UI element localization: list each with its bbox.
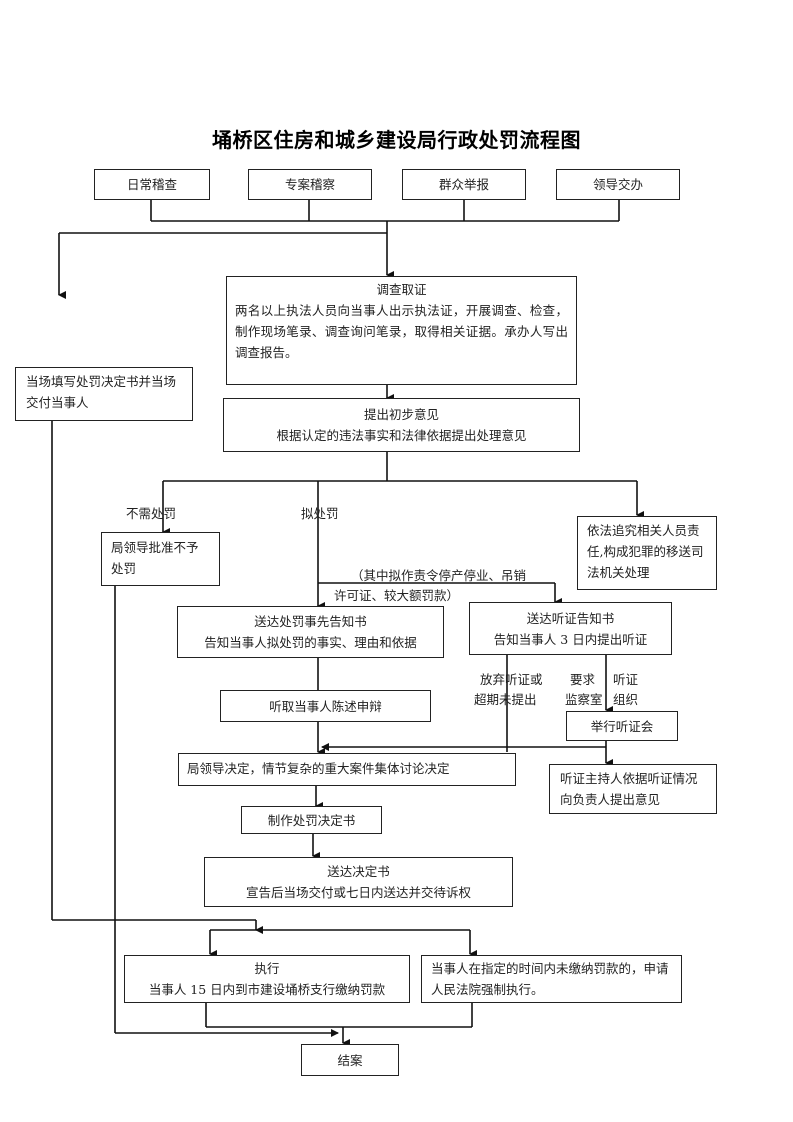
leader-decision-text: 局领导决定，情节复杂的重大案件集体讨论决定: [187, 761, 450, 776]
request-hearing-label-1: 要求: [570, 672, 596, 687]
court-enforcement-text: 当事人在指定的时间内未缴纳罚款的，申请人民法院强制执行。: [431, 961, 669, 997]
execution-box: 执行 当事人 15 日内到市建设埇桥支行缴纳罚款: [124, 955, 410, 1003]
organize-hearing-label-2: 组织: [613, 692, 639, 707]
prior-notice-body: 告知当事人拟处罚的事实、理由和依据: [204, 635, 417, 650]
source-box-routine-inspection: 日常稽查: [94, 169, 210, 200]
case-closed-text: 结案: [337, 1052, 363, 1068]
make-decision-text: 制作处罚决定书: [267, 812, 356, 828]
preliminary-body: 根据认定的违法事实和法律依据提出处理意见: [276, 428, 527, 443]
execution-title: 执行: [254, 961, 280, 976]
prior-notice-title: 送达处罚事先告知书: [254, 614, 367, 629]
hearing-condition-line2: 许可证、较大额罚款）: [334, 588, 460, 603]
statement-defense-text: 听取当事人陈述申辩: [269, 698, 382, 714]
source-label: 日常稽查: [126, 177, 177, 192]
waive-hearing-label-1: 放弃听证或: [480, 672, 543, 687]
source-label: 专案稽察: [284, 177, 335, 192]
hearing-notice-body: 告知当事人 3 日内提出听证: [493, 631, 648, 647]
statement-defense-box: 听取当事人陈述申辩: [220, 690, 431, 722]
prior-notice-box: 送达处罚事先告知书 告知当事人拟处罚的事实、理由和依据: [177, 606, 444, 658]
hearing-opinion-box: 听证主持人依据听证情况向负责人提出意见: [549, 764, 717, 814]
source-label: 群众举报: [438, 177, 489, 192]
hold-hearing-box: 举行听证会: [566, 711, 678, 741]
onsite-decision-text: 当场填写处罚决定书并当场交付当事人: [26, 374, 177, 410]
hearing-notice-title: 送达听证告知书: [526, 610, 615, 626]
penalty-label: 拟处罚: [301, 506, 339, 521]
hearing-opinion-text: 听证主持人依据听证情况向负责人提出意见: [560, 771, 698, 807]
court-enforcement-box: 当事人在指定的时间内未缴纳罚款的，申请人民法院强制执行。: [421, 955, 682, 1003]
no-penalty-box: 局领导批准不予处罚: [101, 532, 220, 586]
deliver-decision-title: 送达决定书: [327, 864, 390, 879]
no-penalty-label: 不需处罚: [126, 506, 177, 521]
request-hearing-label-2: 监察室: [565, 692, 603, 707]
source-box-special-case: 专案稽察: [248, 169, 372, 200]
onsite-decision-box: 当场填写处罚决定书并当场交付当事人: [15, 367, 193, 421]
execution-body: 当事人 15 日内到市建设埇桥支行缴纳罚款: [148, 982, 386, 997]
investigation-title: 调查取证: [376, 282, 427, 297]
case-closed-box: 结案: [301, 1044, 399, 1076]
preliminary-title: 提出初步意见: [363, 407, 439, 422]
criminal-referral-text: 依法追究相关人员责任,构成犯罪的移送司法机关处理: [587, 523, 704, 580]
investigation-body: 两名以上执法人员向当事人出示执法证，开展调查、检查，制作现场笔录、调查询问笔录，…: [235, 303, 568, 360]
waive-hearing-label-2: 超期未提出: [474, 692, 537, 707]
organize-hearing-label-1: 听证: [613, 672, 639, 687]
page-title: 埇桥区住房和城乡建设局行政处罚流程图: [212, 128, 581, 152]
no-penalty-text: 局领导批准不予处罚: [111, 540, 199, 576]
hearing-condition-line1: （其中拟作责令停产停业、吊销: [351, 568, 527, 583]
source-box-leader-assigned: 领导交办: [556, 169, 680, 200]
hearing-notice-box: 送达听证告知书 告知当事人 3 日内提出听证: [469, 602, 672, 655]
preliminary-opinion-box: 提出初步意见 根据认定的违法事实和法律依据提出处理意见: [223, 398, 580, 452]
source-label: 领导交办: [592, 177, 643, 192]
hold-hearing-text: 举行听证会: [590, 718, 654, 734]
deliver-decision-body: 宣告后当场交付或七日内送达并交待诉权: [245, 885, 471, 900]
deliver-decision-box: 送达决定书 宣告后当场交付或七日内送达并交待诉权: [204, 857, 513, 907]
make-decision-box: 制作处罚决定书: [241, 806, 382, 834]
leader-decision-box: 局领导决定，情节复杂的重大案件集体讨论决定: [178, 753, 516, 786]
investigation-box: 调查取证 两名以上执法人员向当事人出示执法证，开展调查、检查，制作现场笔录、调查…: [226, 276, 577, 385]
source-box-public-report: 群众举报: [402, 169, 526, 200]
criminal-referral-box: 依法追究相关人员责任,构成犯罪的移送司法机关处理: [577, 516, 717, 590]
